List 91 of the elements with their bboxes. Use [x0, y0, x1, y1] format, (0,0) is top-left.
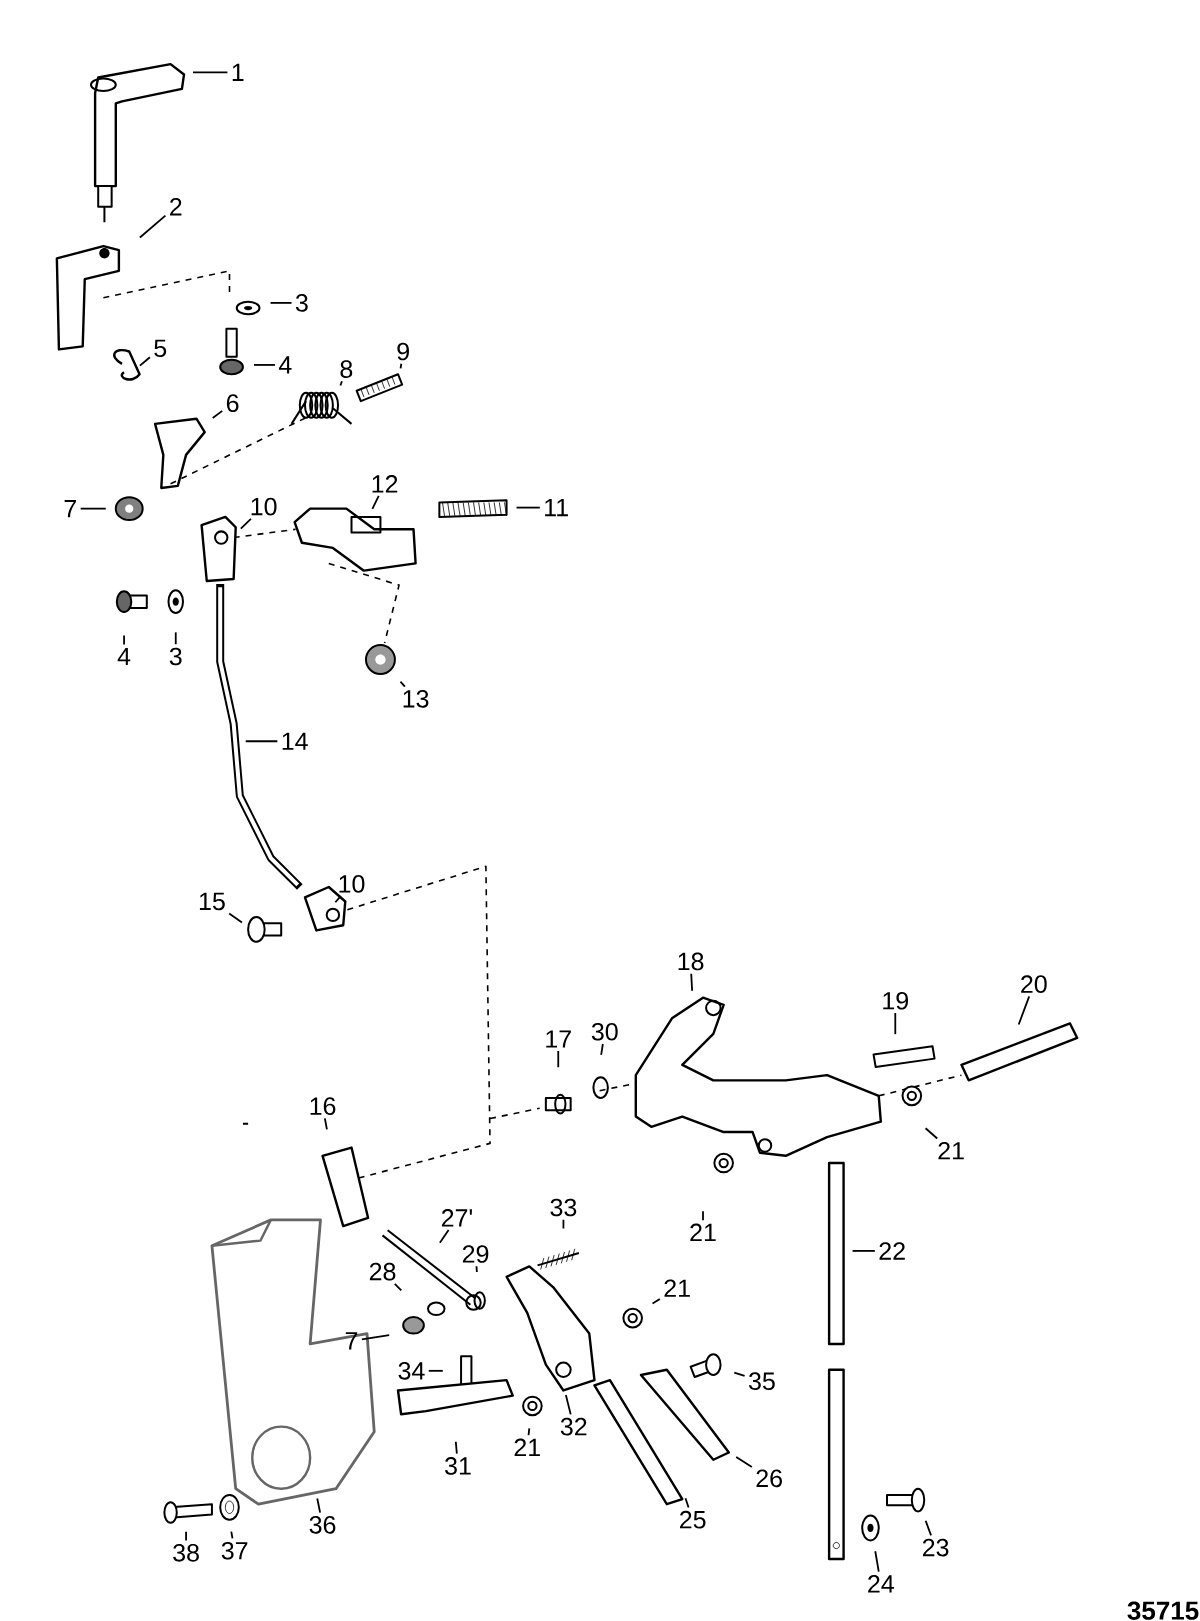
callout-number: 2 [169, 198, 182, 216]
leader-line [438, 1229, 450, 1244]
callout-number: 5 [154, 339, 167, 358]
leader-line [269, 302, 293, 304]
leader-line [244, 740, 279, 743]
callout-number: 22 [879, 1242, 905, 1260]
leader-line [651, 1298, 661, 1305]
callout-number: 21 [514, 1438, 540, 1457]
leader-line [454, 1440, 458, 1455]
leader-line [874, 1550, 880, 1573]
leader-line [924, 1519, 932, 1537]
callout-number: 20 [1021, 975, 1047, 994]
leader-line [600, 1043, 604, 1056]
callout-number: 34 [398, 1362, 425, 1380]
callout-number: 16 [310, 1097, 336, 1116]
leader-line [138, 356, 151, 367]
callout-number: 17 [546, 1030, 571, 1048]
leader-line [339, 380, 343, 387]
leader-line [427, 1369, 444, 1372]
leader-line [702, 1210, 704, 1222]
leader-line [564, 1394, 572, 1416]
callout-number: 10 [339, 875, 365, 893]
callout-number: 18 [678, 952, 704, 971]
leader-line [924, 1127, 939, 1140]
callout-number: 23 [922, 1538, 949, 1557]
callout-number: 9 [397, 342, 409, 361]
leader-line [138, 214, 167, 239]
leader-line [323, 1117, 328, 1131]
leader-line [192, 71, 229, 74]
leader-line [1017, 995, 1030, 1026]
leader-line [123, 634, 125, 646]
callout-number: 4 [117, 647, 131, 666]
leader-line [252, 364, 276, 366]
callout-number: 21 [664, 1279, 690, 1297]
drawing-number: 35715 [1127, 1601, 1199, 1620]
leader-line [851, 1250, 876, 1252]
callout-number: 35 [748, 1372, 775, 1391]
callout-number: 7 [64, 500, 76, 518]
callout-number: 4 [278, 356, 292, 374]
callout-number: 26 [756, 1469, 782, 1488]
leader-line [690, 972, 693, 992]
leader-line [684, 1497, 690, 1509]
leader-line [562, 1218, 565, 1230]
callout-number: 11 [545, 499, 568, 517]
callout-number: 19 [883, 991, 908, 1010]
callout-number: 8 [340, 360, 353, 378]
leader-line [334, 895, 342, 904]
callout-number: 13 [403, 690, 429, 708]
callout-number: 12 [372, 475, 398, 493]
callout-number: 27' [441, 1209, 472, 1227]
leader-line [735, 1456, 753, 1468]
callout-number: 30 [591, 1022, 618, 1041]
leader-line [399, 680, 406, 688]
leader-line [174, 631, 177, 646]
callout-number: 29 [462, 1245, 489, 1263]
callout-number: 36 [309, 1516, 336, 1534]
leader-line [316, 1497, 321, 1514]
callout-number: 1 [232, 63, 244, 81]
callout-number: 37 [221, 1541, 248, 1560]
leader-line [185, 1530, 187, 1542]
callout-number: 15 [199, 892, 225, 911]
leader-line [371, 495, 380, 510]
leader-line [475, 1265, 478, 1273]
leader-line [228, 912, 243, 924]
leader-line [230, 1530, 234, 1540]
leader-line [557, 1050, 560, 1069]
leader-line [399, 362, 403, 370]
callout-number: 32 [560, 1417, 587, 1436]
callout-number: 38 [173, 1543, 199, 1562]
leader-line [79, 507, 107, 510]
leader-line [733, 1371, 746, 1377]
leader-line [527, 1427, 531, 1437]
callout-number: 28 [369, 1262, 396, 1281]
callout-number: 6 [226, 394, 239, 413]
callout-number: 3 [169, 647, 182, 666]
leader-line [211, 409, 224, 419]
leader-line [393, 1282, 403, 1292]
callout-number: 21 [690, 1223, 716, 1242]
callout-number: 31 [444, 1457, 471, 1475]
callout-number: 3 [295, 294, 308, 312]
leader-line [894, 1012, 897, 1036]
callout-number: 25 [679, 1510, 706, 1529]
callout-number: 7 [345, 1332, 358, 1350]
leader-line [239, 517, 252, 530]
leader-line [360, 1334, 390, 1341]
callout-number: 10 [251, 497, 277, 516]
callout-number: 21 [938, 1141, 964, 1160]
leader-line [515, 506, 541, 509]
callout-number: 33 [550, 1198, 577, 1217]
callout-number: 24 [868, 1575, 894, 1593]
callout-number: 14 [282, 732, 308, 750]
